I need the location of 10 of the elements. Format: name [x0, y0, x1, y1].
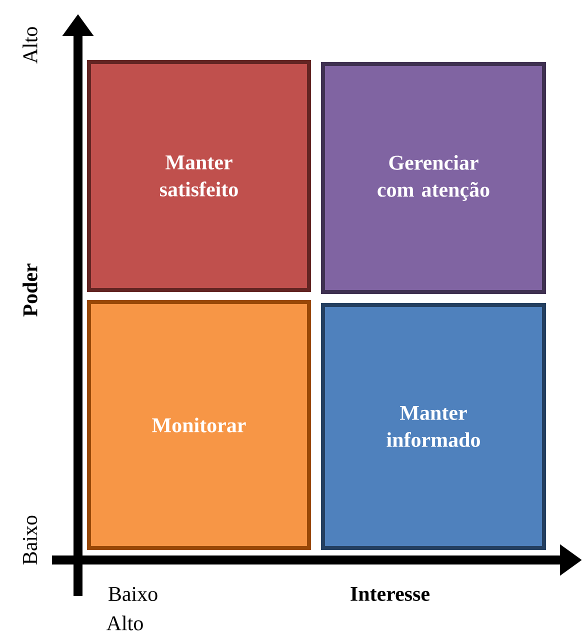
- axis-label: Poder: [22, 264, 38, 316]
- axis-label: Alto: [22, 27, 38, 64]
- axis-label: Alto: [106, 616, 143, 630]
- quadrant-box: Monitorar: [87, 300, 311, 550]
- quadrant-box: Manter satisfeito: [87, 60, 311, 292]
- quadrant-box: Gerenciar com atenção: [321, 62, 546, 294]
- axis-label: Baixo: [108, 586, 158, 602]
- axis-label: Interesse: [350, 587, 430, 601]
- axis-label: Baixo: [22, 516, 38, 564]
- quadrant-box: Manter informado: [321, 303, 546, 550]
